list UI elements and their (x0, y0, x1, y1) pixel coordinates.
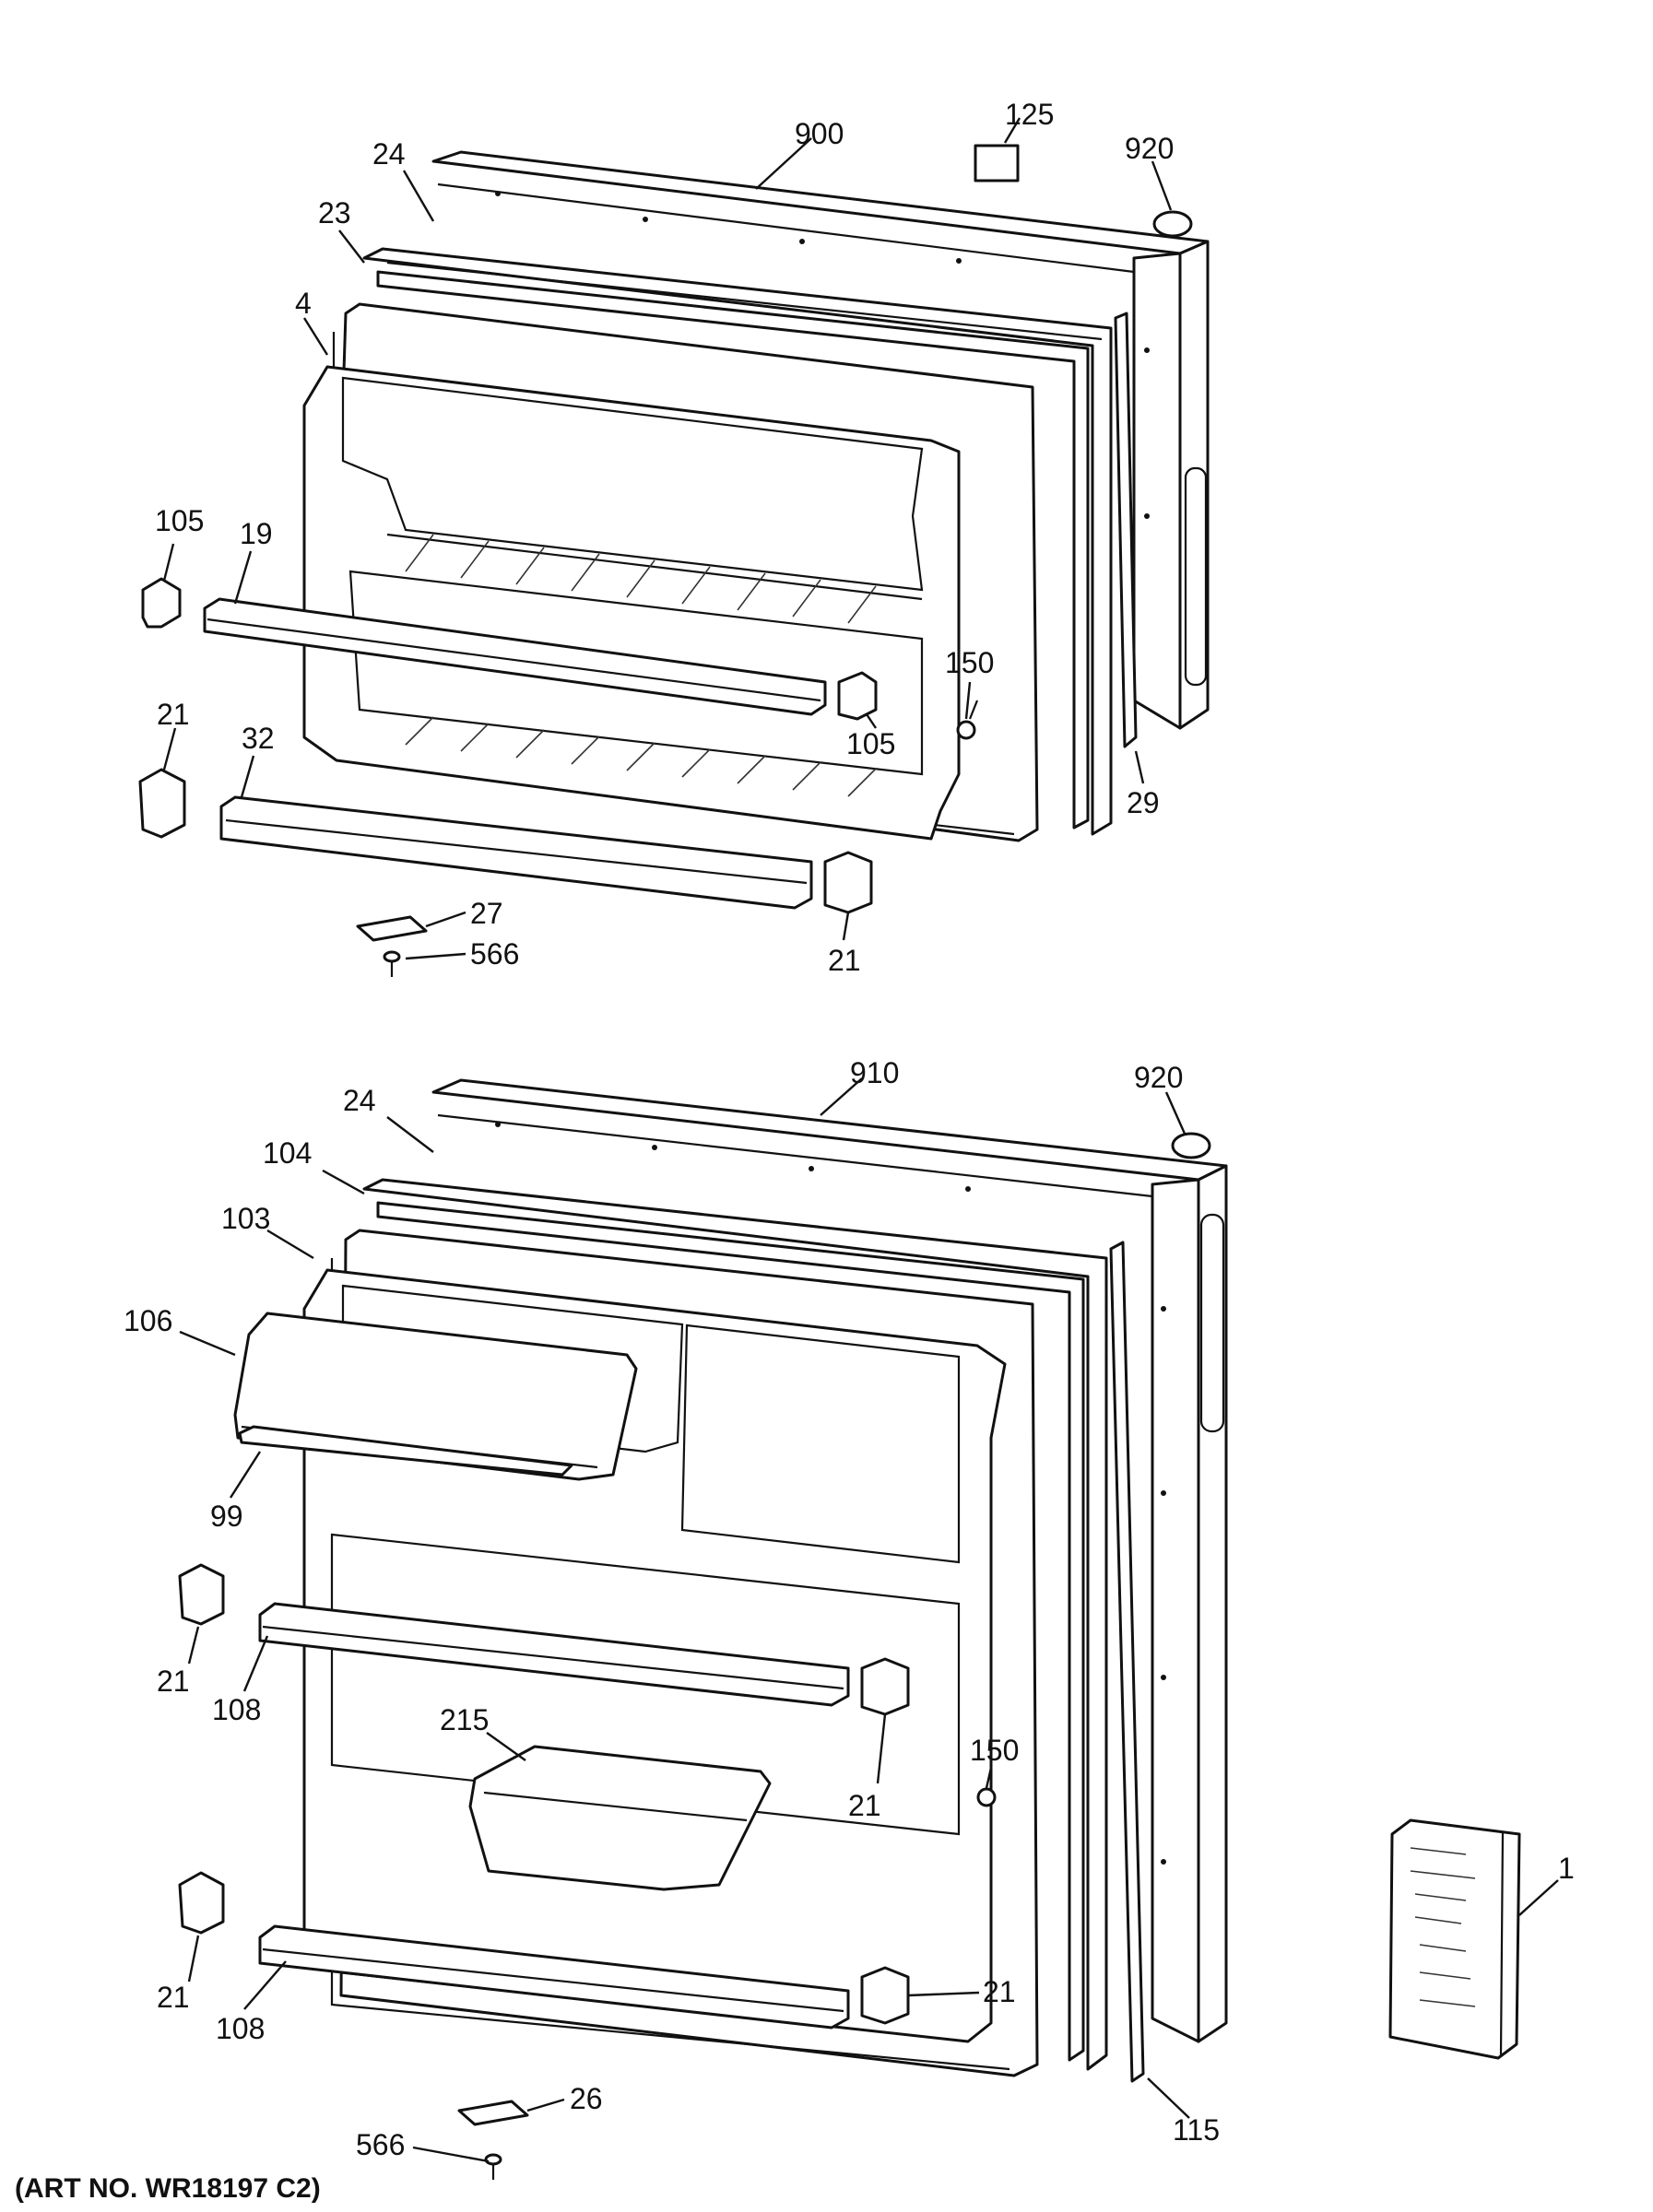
fresh-food-callout: 150 (970, 1734, 1019, 1767)
freezer-callout: 27 (470, 897, 503, 930)
fresh-food-hinge-plate-26 (457, 2100, 529, 2126)
fresh-food-callout: 21 (157, 1981, 190, 2014)
fresh-food-door-strip-115 (1109, 1241, 1145, 2083)
freezer-plug-920 (1152, 210, 1193, 238)
fresh-food-door-assembly: 910 920 24 104 103 106 99 21 108 215 150… (124, 1056, 1559, 2180)
owner-manual-booklet: 1 (1388, 1818, 1575, 2060)
manual-callout: 1 (1558, 1852, 1575, 1885)
fresh-food-callout: 21 (848, 1789, 881, 1822)
fresh-food-callouts: 910 920 24 104 103 106 99 21 108 215 150… (124, 1056, 1220, 2161)
freezer-callout: 4 (295, 287, 312, 320)
freezer-callout: 566 (470, 937, 519, 971)
freezer-hinge-plate-27 (356, 915, 428, 942)
freezer-door-assembly: 900 125 920 24 23 4 105 19 150 105 21 32… (138, 98, 1210, 977)
fresh-food-callout: 24 (343, 1084, 376, 1117)
freezer-callout: 920 (1125, 132, 1174, 165)
freezer-callout: 24 (372, 137, 406, 171)
fresh-food-plug-920 (1171, 1132, 1211, 1159)
fresh-food-callout: 108 (216, 2012, 265, 2045)
fresh-food-callout: 215 (440, 1703, 489, 1736)
fresh-food-callout: 115 (1173, 2113, 1220, 2147)
freezer-bracket-21-right (823, 851, 873, 914)
fresh-food-callout: 104 (263, 1136, 312, 1170)
freezer-screw-566 (383, 950, 401, 977)
freezer-bracket-105-right (837, 671, 878, 721)
fresh-food-callout: 106 (124, 1304, 172, 1337)
fresh-food-callout: 920 (1134, 1061, 1183, 1094)
fresh-food-callout: 26 (570, 2082, 603, 2115)
fresh-food-screw-566 (484, 2153, 502, 2180)
freezer-callout: 21 (157, 698, 190, 731)
freezer-callout: 105 (846, 727, 895, 760)
fresh-food-bracket-21-upper-left (178, 1563, 225, 1626)
fresh-food-shelf-bar-108-lower (258, 1924, 850, 2030)
freezer-door-gasket (362, 247, 1113, 836)
fresh-food-callout: 21 (983, 1975, 1016, 2008)
fresh-food-callout: 910 (850, 1056, 899, 1089)
fresh-food-bracket-21-upper-right (860, 1657, 910, 1716)
fresh-food-trim-99 (238, 1425, 573, 1477)
freezer-callout: 150 (945, 646, 994, 679)
fresh-food-outer-door-panel (431, 1078, 1228, 2043)
fresh-food-shelf-bar-108-upper (258, 1602, 850, 1707)
fresh-food-bracket-21-lower-left (178, 1871, 225, 1935)
freezer-shelf-bar-19 (203, 597, 827, 716)
freezer-door-strip-29 (1114, 312, 1138, 748)
freezer-screw-150 (956, 700, 979, 740)
freezer-callout: 32 (242, 722, 275, 755)
fresh-food-callout: 108 (212, 1693, 261, 1726)
fresh-food-callout: 99 (210, 1500, 243, 1533)
freezer-callout: 900 (795, 117, 844, 150)
freezer-liner-cavity (302, 365, 961, 841)
freezer-pad-125 (974, 144, 1020, 182)
freezer-outer-door-panel (431, 150, 1210, 730)
fresh-food-screw-150 (976, 1787, 997, 1807)
freezer-shelf-bar-32 (219, 795, 813, 910)
freezer-callout: 19 (240, 517, 273, 550)
fresh-food-door-gasket (362, 1178, 1108, 2071)
freezer-bracket-21-left (138, 768, 186, 839)
art-number: (ART NO. WR18197 C2) (15, 2173, 321, 2204)
fresh-food-callout: 21 (157, 1665, 190, 1698)
freezer-callout: 29 (1127, 786, 1160, 819)
freezer-callout: 23 (318, 196, 351, 229)
freezer-callout: 125 (1005, 98, 1054, 131)
freezer-callouts: 900 125 920 24 23 4 105 19 150 105 21 32… (155, 98, 1174, 977)
fresh-food-bracket-21-lower-right (860, 1966, 910, 2025)
fresh-food-bin-215 (468, 1745, 772, 1891)
freezer-callout: 105 (155, 504, 204, 537)
fresh-food-callout: 103 (221, 1202, 270, 1235)
freezer-bracket-105-left (141, 577, 182, 629)
fresh-food-callout: 566 (356, 2128, 405, 2161)
freezer-callout: 21 (828, 944, 861, 977)
